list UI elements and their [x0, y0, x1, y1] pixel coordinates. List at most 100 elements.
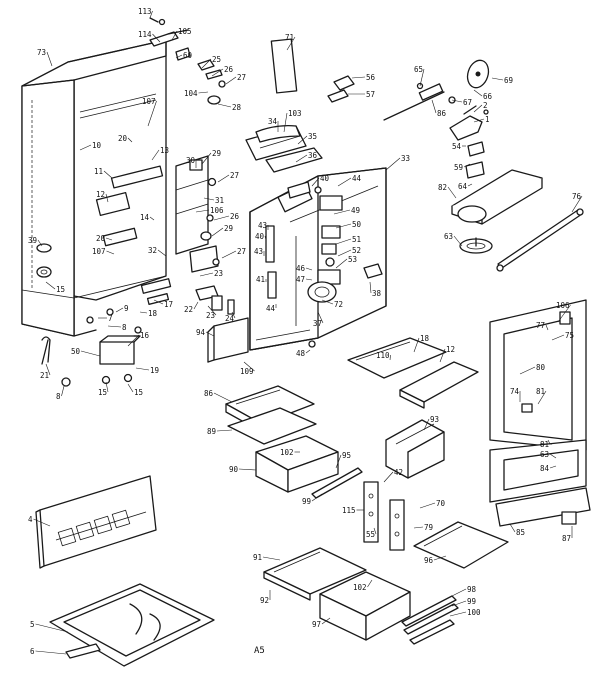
part-callout-85: 85	[516, 528, 525, 537]
freezer-liner	[245, 124, 387, 351]
leader-line	[419, 68, 425, 87]
leader-line	[286, 36, 296, 51]
leader-line	[171, 30, 178, 41]
part-callout-14: 14	[140, 213, 150, 222]
leader-line	[413, 526, 424, 529]
leader-line	[61, 385, 65, 397]
part-callout-60: 60	[183, 51, 193, 60]
part-callout-75: 75	[565, 331, 574, 340]
part-callout-91: 91	[253, 553, 262, 562]
leader-line	[419, 502, 436, 509]
part-callout-26: 26	[224, 65, 234, 74]
leader-line	[45, 363, 51, 376]
leader-line	[205, 331, 215, 337]
leader-line	[473, 89, 483, 97]
leader-line	[305, 349, 311, 354]
leader-line	[413, 337, 420, 353]
part-callout-15: 15	[134, 388, 143, 397]
part-callout-31: 31	[215, 196, 224, 205]
leader-line	[195, 209, 210, 213]
leader-line	[105, 237, 113, 241]
leader-line	[106, 250, 115, 255]
part-callout-49: 49	[351, 206, 360, 215]
leader-line	[451, 99, 463, 103]
leader-line	[217, 174, 230, 183]
leader-line	[449, 611, 467, 617]
leader-line	[151, 149, 160, 161]
leader-line	[243, 361, 255, 372]
leader-line	[213, 215, 230, 221]
part-callout-99: 99	[302, 497, 311, 506]
part-callout-13: 13	[160, 146, 169, 155]
part-callout-20: 20	[96, 234, 106, 243]
part-callout-40: 40	[255, 232, 265, 241]
part-callout-26: 26	[230, 212, 240, 221]
part-callout-17: 17	[164, 300, 173, 309]
leader-line	[217, 103, 232, 108]
leader-line	[221, 250, 237, 259]
part-callout-76: 76	[572, 192, 582, 201]
leader-line	[231, 311, 236, 319]
leader-line	[105, 381, 109, 393]
part-callout-113: 113	[138, 7, 152, 16]
leader-line	[351, 76, 366, 79]
part-callout-25: 25	[212, 55, 221, 64]
leader-line	[147, 100, 157, 127]
part-callout-63: 63	[540, 450, 549, 459]
part-callout-81: 81	[540, 440, 549, 449]
cabinet-outer-case	[21, 39, 167, 337]
leader-line	[317, 311, 324, 324]
leader-line	[509, 523, 516, 533]
part-callout-86: 86	[437, 109, 447, 118]
leader-line	[207, 305, 217, 316]
leader-line	[447, 186, 457, 199]
part-callout-15: 15	[56, 285, 65, 294]
part-callout-10: 10	[92, 141, 102, 150]
leader-line	[175, 54, 183, 59]
leader-line	[35, 623, 69, 633]
leader-line	[46, 51, 53, 67]
leader-line	[473, 118, 485, 123]
leader-line	[216, 429, 233, 432]
part-callout-23: 23	[206, 311, 215, 320]
leader-line	[451, 588, 467, 597]
part-callout-63: 63	[444, 232, 453, 241]
leader-line	[491, 77, 504, 81]
leader-line	[305, 267, 313, 271]
leader-line	[107, 325, 122, 328]
part-callout-51: 51	[352, 235, 361, 244]
part-callout-65: 65	[414, 65, 423, 74]
part-callout-53: 53	[348, 255, 357, 264]
bracket-assembly	[175, 155, 249, 363]
leader-line	[549, 453, 557, 459]
part-callout-99: 99	[467, 597, 476, 606]
part-callout-30: 30	[186, 156, 196, 165]
leader-line	[225, 76, 237, 85]
part-callout-1: 1	[485, 115, 490, 124]
leader-line	[262, 556, 281, 561]
leader-line	[337, 177, 352, 187]
part-callout-24: 24	[225, 314, 235, 323]
part-callout-27: 27	[237, 73, 246, 82]
part-callout-44: 44	[266, 304, 276, 313]
leader-line	[152, 33, 161, 43]
leader-line	[127, 383, 134, 393]
part-callout-38: 38	[372, 289, 382, 298]
leader-line	[367, 579, 373, 588]
leader-line	[571, 195, 583, 213]
part-callout-9: 9	[124, 304, 129, 313]
leader-line	[551, 334, 565, 341]
leader-line	[311, 493, 323, 502]
leader-line	[135, 367, 150, 371]
part-callout-2: 2	[483, 101, 488, 110]
leader-line	[473, 104, 483, 113]
part-callout-114: 114	[138, 30, 152, 39]
part-callout-64: 64	[458, 182, 468, 191]
leader-line	[519, 366, 536, 375]
leader-line	[321, 617, 331, 625]
leader-line	[105, 193, 109, 203]
leader-line	[115, 307, 124, 313]
part-callout-52: 52	[352, 246, 361, 255]
part-callout-37: 37	[313, 319, 322, 328]
